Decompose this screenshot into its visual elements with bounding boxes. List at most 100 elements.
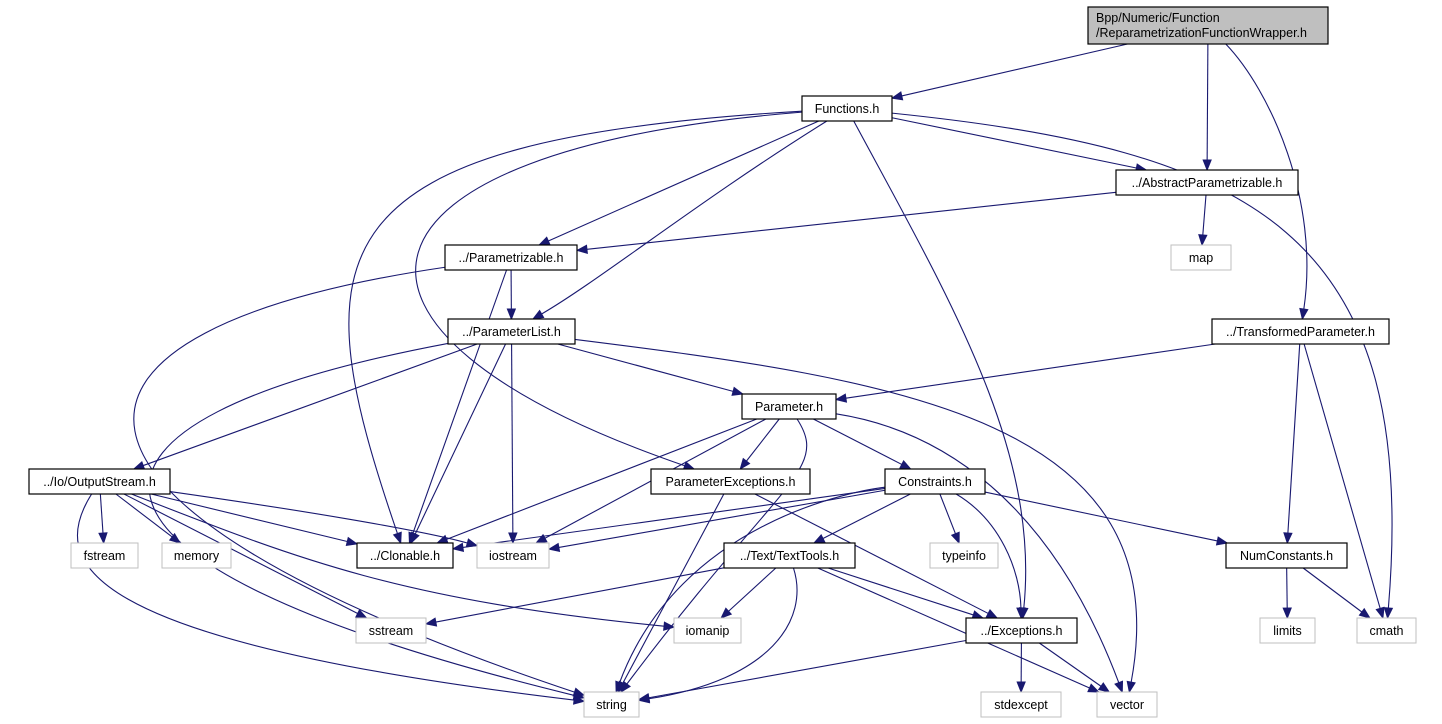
edge-outputstream-to-clonable <box>150 493 359 547</box>
edge-parameter-to-paramexceptions <box>739 418 780 471</box>
edge-texttools-to-sstream <box>424 567 725 627</box>
edge-line <box>541 120 828 315</box>
node-label: ../ParameterList.h <box>462 325 561 339</box>
arrowhead-icon <box>1282 607 1292 620</box>
edge-line <box>1286 567 1288 609</box>
arrowhead-icon <box>637 693 651 703</box>
arrowhead-icon <box>899 459 912 470</box>
edge-line <box>348 110 803 534</box>
node-parametrizable[interactable]: ../Parametrizable.h <box>444 244 578 271</box>
node-label: NumConstants.h <box>1240 549 1333 563</box>
node-clonable[interactable]: ../Clonable.h <box>356 542 454 569</box>
node-parameter[interactable]: Parameter.h <box>741 393 837 420</box>
node-label: Bpp/Numeric/Function <box>1096 11 1220 25</box>
edge-parametrizable-to-paramlist <box>506 269 517 321</box>
arrowhead-icon <box>720 607 733 619</box>
arrowhead-icon <box>508 532 518 545</box>
edge-line <box>891 112 1393 609</box>
arrowhead-icon <box>534 533 548 544</box>
node-box <box>1087 6 1329 45</box>
node-box <box>161 542 232 569</box>
arrowhead-icon <box>392 531 402 545</box>
node-abstractparam[interactable]: ../AbstractParametrizable.h <box>1115 169 1299 196</box>
node-box <box>884 468 986 495</box>
arrowhead-icon <box>1016 681 1026 694</box>
node-label: Parameter.h <box>755 400 823 414</box>
edge-outputstream-to-sstream <box>123 493 368 619</box>
node-functions[interactable]: Functions.h <box>801 95 893 122</box>
edge-constraints-to-typeinfo <box>939 493 960 545</box>
node-label: iostream <box>489 549 537 563</box>
edge-outputstream-to-iomanip <box>131 493 676 631</box>
arrowhead-icon <box>1383 607 1394 620</box>
arrowhead-icon <box>1299 307 1309 321</box>
node-outputstream[interactable]: ../Io/OutputStream.h <box>28 468 171 495</box>
node-paramlist[interactable]: ../ParameterList.h <box>447 318 576 345</box>
edge-line <box>511 343 514 534</box>
edge-texttools-to-exceptions <box>827 567 985 620</box>
node-exceptions[interactable]: ../Exceptions.h <box>965 617 1078 644</box>
edge-line <box>754 493 989 614</box>
node-label: typeinfo <box>942 549 986 563</box>
node-paramexceptions[interactable]: ParameterExceptions.h <box>650 468 811 495</box>
edge-paramlist-to-parameter <box>557 343 745 396</box>
node-label: fstream <box>84 549 126 563</box>
arrowhead-icon <box>1283 532 1293 545</box>
node-label: cmath <box>1369 624 1403 638</box>
edge-outputstream-to-fstream <box>98 493 108 545</box>
arrowhead-icon <box>451 542 465 553</box>
node-fstream: fstream <box>70 542 139 569</box>
edge-line <box>574 338 1138 683</box>
edge-line <box>415 111 803 467</box>
edge-constraints-to-clonable <box>451 487 886 553</box>
arrowhead-icon <box>1016 607 1026 620</box>
edge-exceptions-to-string <box>637 639 967 703</box>
edge-constraints-to-texttools <box>812 493 911 544</box>
edge-constraints-to-numconstants <box>984 491 1229 546</box>
edge-line <box>745 418 780 462</box>
arrowhead-icon <box>1087 683 1100 693</box>
node-label: sstream <box>369 624 413 638</box>
edge-line <box>835 413 1120 683</box>
node-sstream: sstream <box>355 617 427 644</box>
edge-line <box>99 493 104 534</box>
edge-paramlist-to-outputstream <box>132 343 478 470</box>
node-box <box>28 468 171 495</box>
edge-paramlist-to-clonable <box>410 343 507 545</box>
edge-line <box>1202 194 1207 236</box>
node-box <box>1225 542 1348 569</box>
node-constraints[interactable]: Constraints.h <box>884 468 986 495</box>
node-vector: vector <box>1096 691 1158 718</box>
node-box <box>1096 691 1158 718</box>
edge-constraints-to-exceptions <box>955 493 1026 620</box>
node-box <box>929 542 999 569</box>
node-numconstants[interactable]: NumConstants.h <box>1225 542 1348 569</box>
edge-exceptions-to-vector <box>1039 642 1111 693</box>
node-transformed[interactable]: ../TransformedParameter.h <box>1211 318 1390 345</box>
node-box <box>980 691 1062 718</box>
edge-line <box>648 639 967 699</box>
edge-outputstream-to-string <box>76 493 586 705</box>
nodes-layer: Bpp/Numeric/Function/ReparametrizationFu… <box>28 6 1417 718</box>
edge-line <box>169 490 468 544</box>
arrowhead-icon <box>1126 680 1136 694</box>
node-box <box>1211 318 1390 345</box>
node-box <box>476 542 550 569</box>
node-box <box>741 393 837 420</box>
edge-line <box>813 418 903 465</box>
node-root[interactable]: Bpp/Numeric/Function/ReparametrizationFu… <box>1087 6 1329 45</box>
edge-line <box>939 493 956 534</box>
arrowhead-icon <box>950 531 960 545</box>
node-box <box>70 542 139 569</box>
node-box <box>650 468 811 495</box>
edge-line <box>462 487 886 548</box>
node-texttools[interactable]: ../Text/TextTools.h <box>723 542 856 569</box>
arrowhead-icon <box>1375 606 1385 620</box>
edge-line <box>984 491 1218 542</box>
arrowhead-icon <box>98 532 108 545</box>
node-label: map <box>1189 251 1213 265</box>
arrowhead-icon <box>531 309 545 320</box>
edge-parametrizable-to-clonable <box>408 269 508 545</box>
edge-functions-to-cmath <box>891 112 1394 620</box>
